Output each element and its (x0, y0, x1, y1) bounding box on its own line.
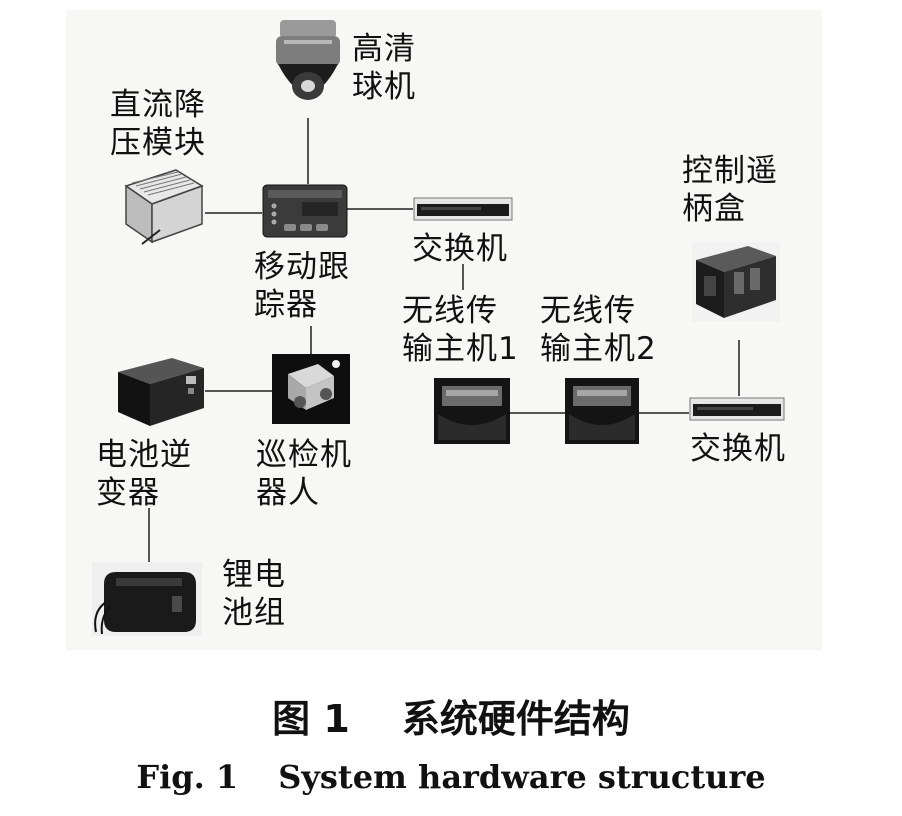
figure-label-cn: 图 1 (272, 697, 350, 741)
mobile-tracker-icon (262, 184, 348, 238)
label-switch-right: 交换机 (690, 431, 786, 467)
switch-top-icon (413, 196, 513, 222)
line-inverter-robot (205, 390, 272, 392)
line-tracker-robot (310, 326, 312, 354)
label-wireless-host2: 无线传 输主机2 (540, 293, 657, 367)
line-switch-host1 (462, 264, 464, 290)
line-converter-tracker (205, 212, 262, 214)
label-switch-top: 交换机 (412, 231, 508, 267)
wireless-host2-icon (565, 378, 639, 444)
label-patrol-robot: 巡检机 器人 (256, 437, 352, 511)
patrol-robot-icon (272, 354, 350, 424)
battery-inverter-icon (114, 356, 206, 428)
figure-title-cn: 系统硬件结构 (401, 697, 630, 741)
line-host1-host2 (510, 412, 565, 414)
figure-title-en: System hardware structure (278, 758, 766, 796)
dc-converter-icon (120, 168, 204, 246)
diagram-panel (66, 10, 822, 650)
line-host2-switch (639, 412, 689, 414)
figure-caption-cn: 图 1 系统硬件结构 (0, 688, 902, 743)
line-camera-tracker (307, 118, 309, 184)
control-box-icon (692, 242, 780, 322)
label-dc-converter: 直流降 压模块 (110, 87, 206, 161)
dome-camera-icon (274, 18, 342, 118)
lithium-battery-icon (92, 562, 202, 636)
label-battery-inverter: 电池逆 变器 (96, 437, 192, 511)
wireless-host1-icon (434, 378, 510, 444)
label-control-box: 控制遥 柄盒 (682, 153, 778, 227)
line-control-switch (738, 340, 740, 396)
line-tracker-switch (347, 208, 413, 210)
label-mobile-tracker: 移动跟 踪器 (254, 249, 350, 323)
switch-right-icon (689, 396, 785, 422)
line-inverter-battery (148, 508, 150, 564)
figure-caption-en: Fig. 1 System hardware structure (0, 758, 902, 796)
label-dome-camera: 高清 球机 (352, 31, 416, 105)
figure-label-en: Fig. 1 (136, 758, 239, 796)
label-wireless-host1: 无线传 输主机1 (402, 293, 519, 367)
label-lithium-battery: 锂电 池组 (222, 557, 286, 631)
